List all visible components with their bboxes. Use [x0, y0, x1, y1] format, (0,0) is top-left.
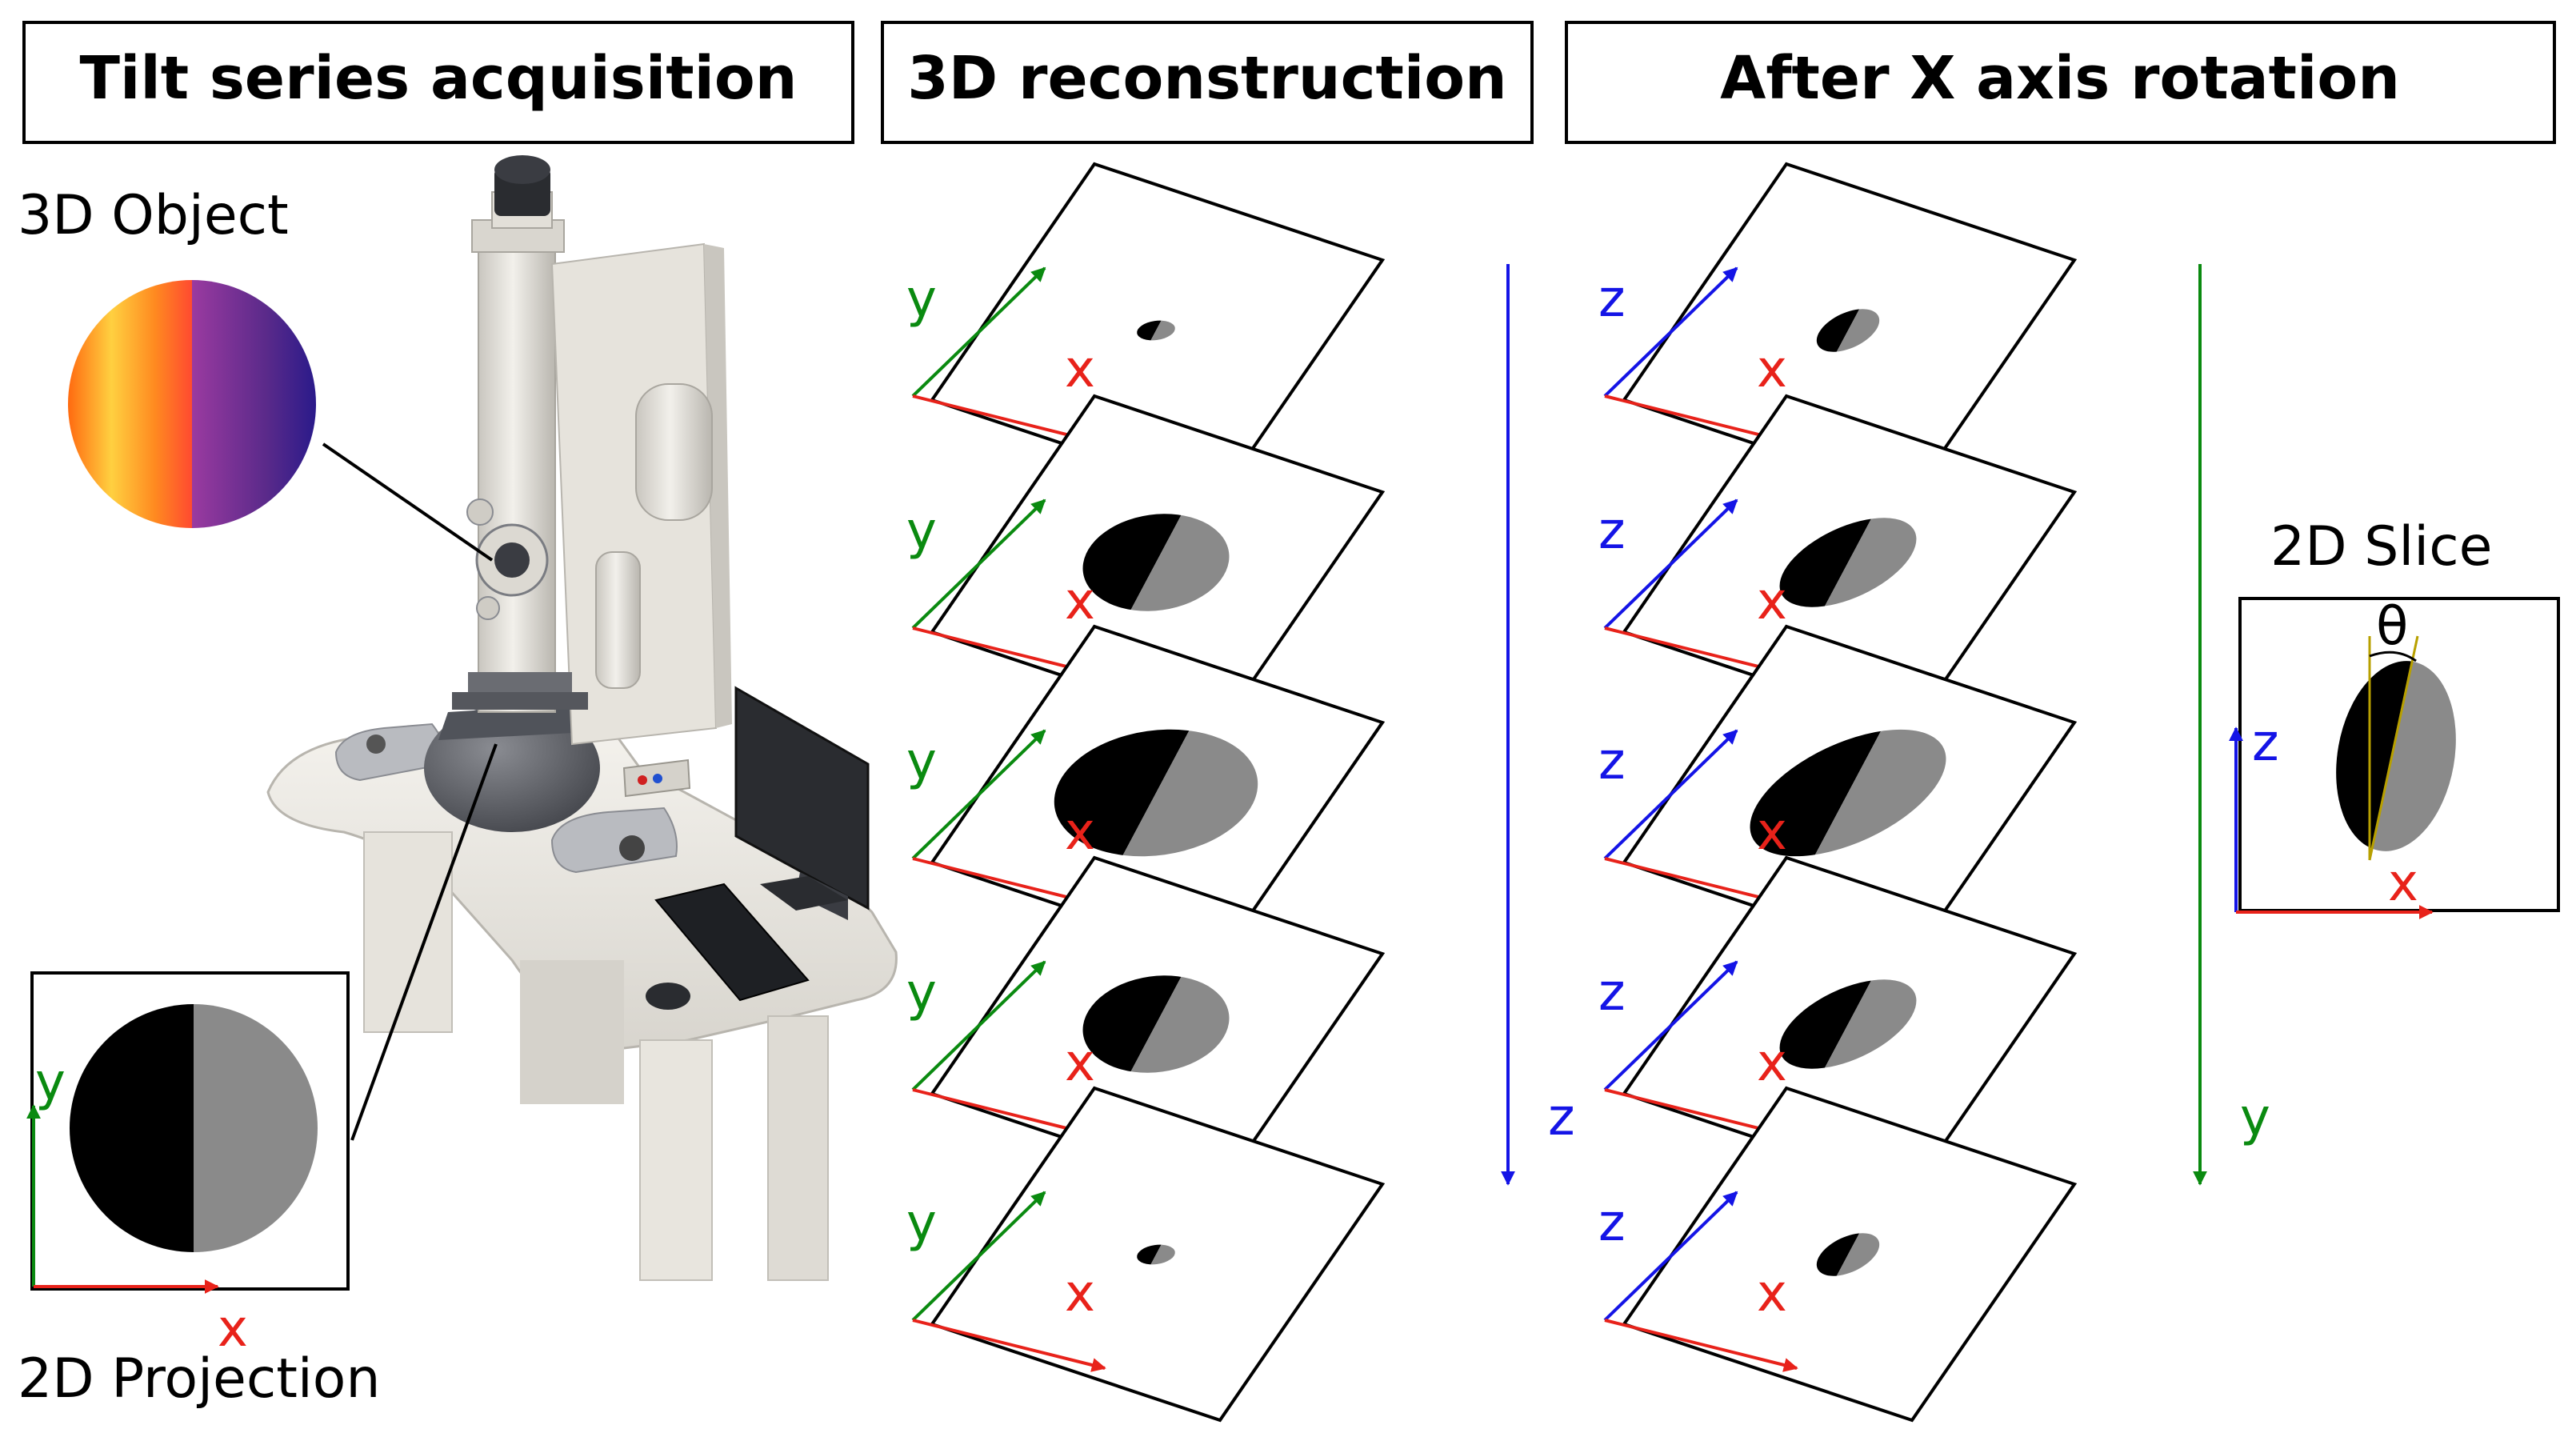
recon-y-label-1: y	[906, 270, 937, 329]
slice-theta-label: θ	[2376, 595, 2408, 657]
recon-slice-2: yx	[906, 394, 1386, 731]
rot-object-black-3	[1731, 703, 1961, 883]
rot-z-axis-1	[1603, 266, 1738, 398]
rot-z-label-2: z	[1598, 502, 1626, 561]
recon-y-axis-4	[911, 960, 1046, 1091]
recon-x-label-5: x	[1065, 1264, 1095, 1323]
rot-x-label-5: x	[1757, 1264, 1787, 1323]
rot-slice-3: zx	[1598, 624, 2078, 961]
rot-z-label-5: z	[1598, 1194, 1626, 1253]
recon-object-gray-3	[1046, 716, 1266, 870]
object-pointer-line	[322, 442, 494, 562]
slice-box: θ	[2238, 595, 2560, 912]
recon-object-gray-2	[1076, 504, 1236, 621]
recon-z-label: z	[1548, 1088, 1575, 1147]
recon-slice-3: yx	[906, 624, 1386, 961]
recon-y-axis-2	[911, 498, 1046, 630]
header-tilt: Tilt series acquisition	[22, 21, 854, 144]
projection-box	[30, 971, 350, 1291]
recon-y-label-2: y	[906, 502, 937, 561]
recon-y-label-5: y	[906, 1194, 937, 1253]
rot-z-axis-2	[1603, 498, 1738, 630]
recon-object-gray-4	[1076, 966, 1236, 1083]
slice-z-label: z	[2252, 714, 2279, 773]
projection-black-half	[70, 1004, 194, 1252]
recon-y-label-3: y	[906, 732, 937, 791]
rot-object-gray-3	[1735, 703, 1965, 883]
recon-y-axis-1	[911, 266, 1046, 398]
header-rotation-text: After X axis rotation	[1720, 44, 2400, 113]
rot-x-label-2: x	[1757, 572, 1787, 631]
rot-z-axis-5	[1603, 1191, 1738, 1322]
recon-x-label-2: x	[1065, 572, 1095, 631]
recon-x-label-4: x	[1065, 1034, 1095, 1093]
projection-label: 2D Projection	[18, 1347, 381, 1411]
header-rotation: After X axis rotation	[1565, 21, 2556, 144]
rot-z-axis-3	[1603, 729, 1738, 860]
recon-object-black-4	[1076, 966, 1236, 1083]
projection-y-label: y	[35, 1053, 66, 1112]
rotation-y-label: y	[2240, 1088, 2270, 1147]
rot-slice-5: zx	[1598, 1086, 2078, 1423]
recon-slice-5: yx	[906, 1086, 1386, 1423]
recon-x-label-3: x	[1065, 803, 1095, 862]
recon-y-axis-5	[911, 1191, 1046, 1322]
recon-object-black-3	[1046, 716, 1266, 870]
header-tilt-text: Tilt series acquisition	[80, 44, 798, 113]
recon-object-black-2	[1076, 504, 1236, 621]
header-recon-text: 3D reconstruction	[907, 44, 1506, 113]
rot-slice-1: zx	[1598, 162, 2078, 498]
rot-x-label-4: x	[1757, 1034, 1787, 1093]
rot-z-axis-4	[1603, 960, 1738, 1091]
slice-tilt-line	[2368, 635, 2419, 861]
rot-slice-2: zx	[1598, 394, 2078, 731]
rot-z-label-1: z	[1598, 270, 1626, 329]
header-recon: 3D reconstruction	[881, 21, 1534, 144]
object-label: 3D Object	[18, 184, 289, 247]
rot-x-label-3: x	[1757, 803, 1787, 862]
rot-z-label-3: z	[1598, 732, 1626, 791]
recon-y-axis-3	[911, 729, 1046, 860]
slice-label: 2D Slice	[2270, 515, 2492, 578]
projection-gray-half	[194, 1004, 318, 1252]
recon-x-label-1: x	[1065, 340, 1095, 399]
rot-x-label-1: x	[1757, 340, 1787, 399]
rot-x-axis-5	[1604, 1319, 1798, 1372]
microscope-illustration	[266, 155, 898, 1281]
slice-x-label: x	[2388, 854, 2418, 913]
rot-z-label-4: z	[1598, 963, 1626, 1023]
slice-theta-arc	[2369, 650, 2417, 662]
projection-pointer-line	[350, 743, 498, 1141]
rot-slice-4: zx	[1598, 855, 2078, 1192]
recon-x-axis-5	[912, 1319, 1106, 1372]
recon-y-label-4: y	[906, 963, 937, 1023]
projection-x-label: x	[218, 1299, 248, 1359]
object-sphere	[68, 280, 316, 528]
